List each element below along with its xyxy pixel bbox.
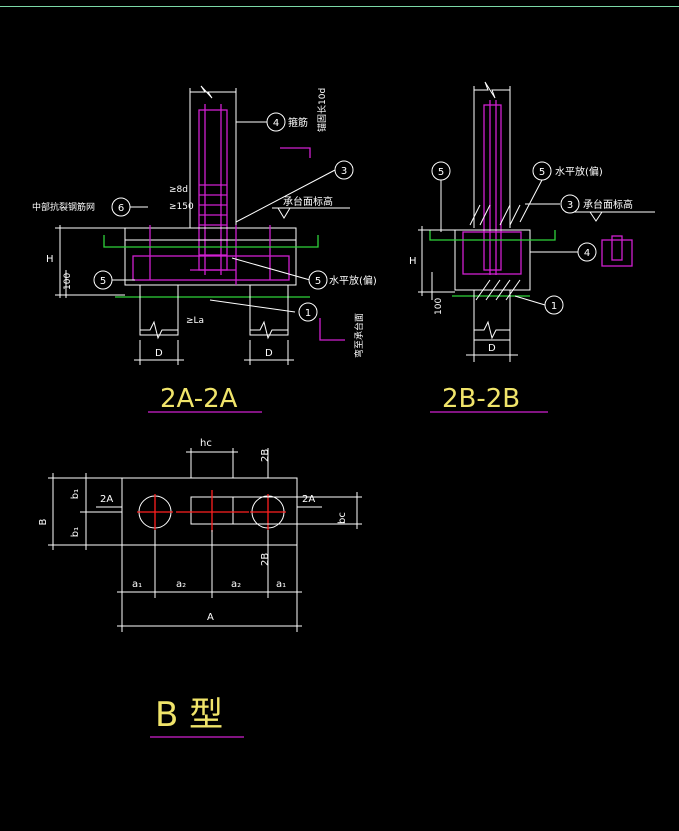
dim-a2-left: a₂	[176, 579, 186, 590]
anchor-detail	[280, 147, 311, 158]
label-horizontal-2a: 水平放(偏)	[329, 274, 377, 287]
leader-1-2b	[514, 295, 546, 306]
leader-5b	[231, 257, 311, 281]
leader-3	[235, 169, 336, 223]
cap-bottom-rebar	[132, 255, 290, 281]
stirrup-detail	[601, 239, 633, 267]
pile-cap-outline	[124, 227, 297, 286]
marker-5b-2b-circle	[532, 161, 552, 181]
column-rebar-cage-2b	[483, 104, 502, 271]
marker-5a-2b-circle	[431, 161, 451, 181]
marker-5b: 5	[315, 276, 321, 287]
hatch	[499, 204, 511, 226]
marker-1-2b-circle	[544, 295, 564, 315]
type-title: B 型	[155, 695, 223, 735]
label-hoop: 箍筋	[288, 116, 308, 129]
hatch	[469, 204, 481, 226]
dim-8d: ≥8d	[169, 185, 188, 195]
dim-a1-right: a₁	[276, 579, 286, 590]
marker-4-2b: 4	[584, 248, 590, 259]
hatch	[479, 204, 491, 226]
marker-4-2b-circle	[577, 242, 597, 262]
label-cap-top-2a: 承台面标高	[283, 195, 333, 208]
stirrup-detail-inner	[611, 235, 623, 261]
column-rebar-cage	[198, 109, 228, 271]
label-bend: 弯至承台面	[353, 313, 365, 358]
marker-3: 3	[341, 166, 347, 177]
marker-3-2b: 3	[567, 200, 573, 211]
crack-mesh	[103, 235, 319, 248]
section-2b-drawing	[418, 81, 655, 413]
bottom-hook	[319, 318, 345, 341]
plan-view-drawing	[48, 448, 362, 632]
dim-la: ≥La	[186, 316, 204, 326]
label-crack-mesh: 中部抗裂钢筋网	[32, 201, 95, 213]
marker-1: 1	[305, 308, 311, 319]
marker-1-2b: 1	[551, 301, 557, 312]
dim-a1-left: a₁	[132, 579, 142, 590]
title-2b: 2B-2B	[442, 384, 520, 414]
cut-2a-right: 2A	[302, 494, 315, 505]
dim-bc: bc	[337, 512, 348, 524]
column-break-2b	[474, 81, 510, 99]
marker-6: 6	[118, 203, 124, 214]
crack-mesh-2b	[429, 230, 556, 241]
dim-a: A	[207, 612, 214, 623]
dim-d-2b: D	[488, 343, 496, 354]
dim-h-2a: H	[46, 254, 54, 265]
dim-b: B	[38, 518, 49, 525]
cut-2b-top: 2B	[260, 449, 271, 462]
dim-d2: D	[265, 348, 273, 359]
marker-5a-circle	[93, 270, 113, 290]
pile-2b	[473, 289, 511, 341]
title-2a: 2A-2A	[160, 384, 238, 414]
label-horizontal-2b: 水平放(偏)	[555, 165, 603, 178]
dim-100-2b: 100	[434, 298, 444, 315]
marker-6-circle	[111, 197, 131, 217]
top-border-line	[0, 6, 679, 7]
column-break-line	[190, 85, 236, 99]
level-triangle-2b	[589, 211, 603, 222]
dim-a2-right: a₂	[231, 579, 241, 590]
marker-4-circle	[266, 112, 286, 132]
pile-break-2b	[474, 320, 510, 340]
dim-d1: D	[155, 348, 163, 359]
marker-1-circle	[298, 302, 318, 322]
marker-3-2b-circle	[560, 194, 580, 214]
leader-1	[209, 299, 296, 313]
marker-5b-2b: 5	[539, 167, 545, 178]
pile-break-right	[250, 320, 288, 340]
pile-break-left	[140, 320, 178, 340]
cut-2b-bottom: 2B	[260, 553, 271, 566]
marker-5a-2b: 5	[438, 167, 444, 178]
level-triangle	[277, 207, 291, 219]
hatch	[505, 279, 521, 301]
dim-100-2a: 100	[63, 273, 73, 290]
marker-4: 4	[273, 118, 279, 129]
label-anchor: 锚固长10d	[316, 88, 328, 132]
marker-5a: 5	[100, 276, 106, 287]
dim-h-2b: H	[409, 256, 417, 267]
cut-2a-left: 2A	[100, 494, 113, 505]
leader-5b-2b	[519, 179, 543, 223]
pile-left	[139, 284, 179, 336]
dim-b1-bottom: b₁	[70, 527, 81, 537]
dim-150: ≥150	[169, 202, 194, 212]
marker-5b-circle	[308, 270, 328, 290]
cap-rebar-2b	[462, 231, 522, 275]
hatch	[509, 204, 521, 226]
dim-hc: hc	[200, 438, 212, 449]
label-cap-top-2b: 承台面标高	[583, 198, 633, 211]
section-2a-drawing	[55, 85, 354, 413]
marker-3-circle	[334, 160, 354, 180]
dim-b1-top: b₁	[70, 489, 81, 499]
